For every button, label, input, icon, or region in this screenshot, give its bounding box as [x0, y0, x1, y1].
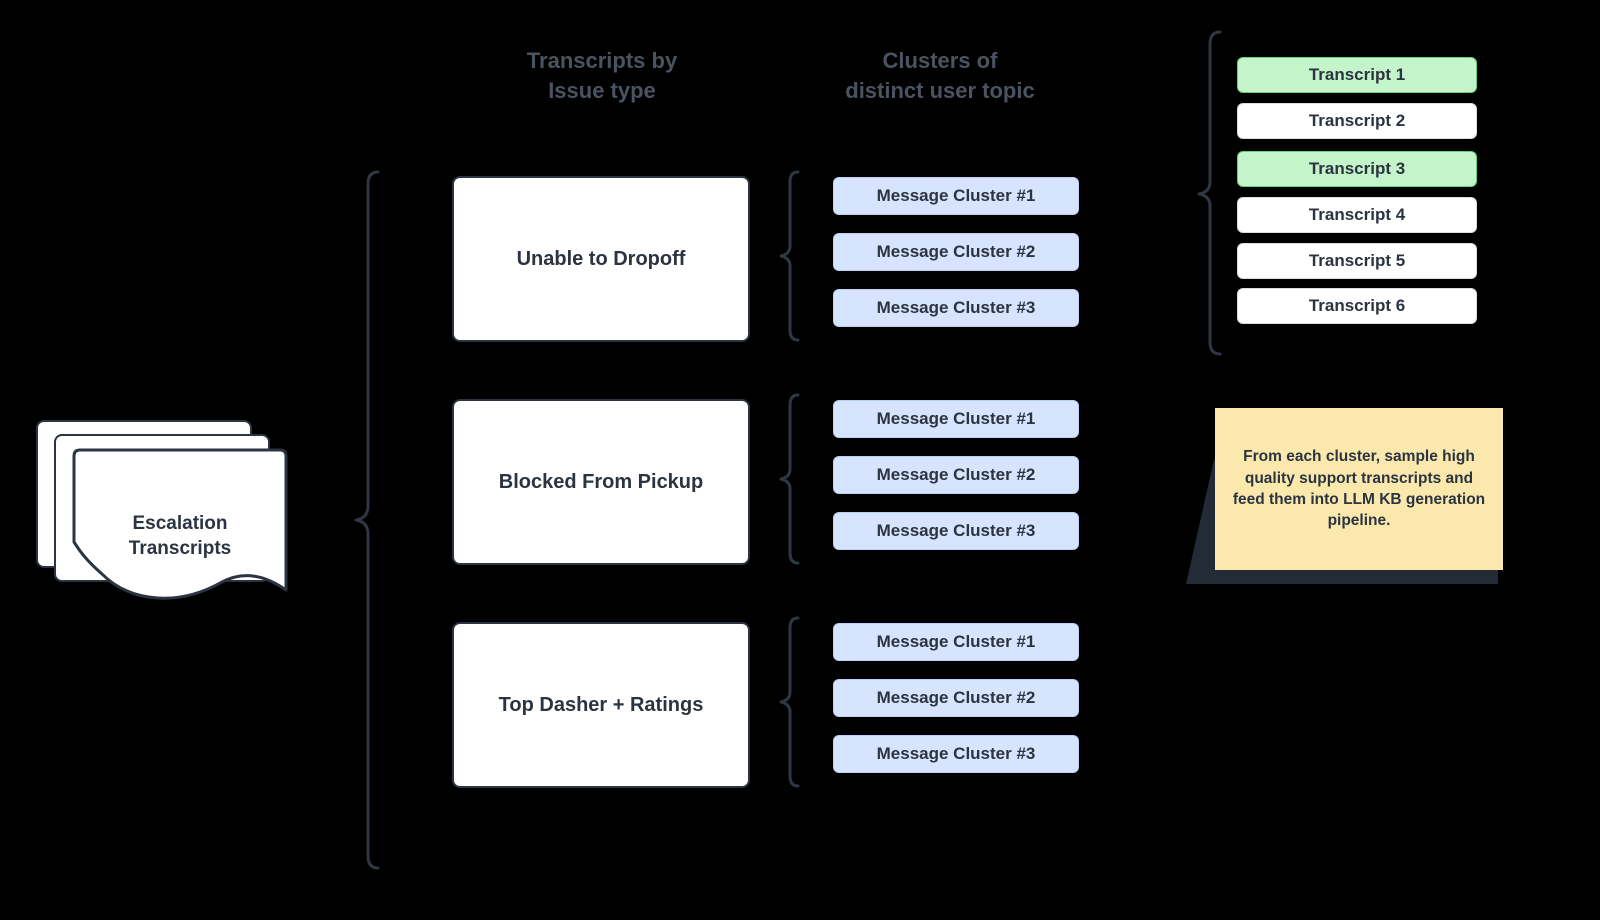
column-header-cluster-topic: Clusters of distinct user topic [845, 48, 1035, 103]
brace-issue-to-clusters [779, 393, 800, 565]
sticky-note-text: From each cluster, sample high quality s… [1232, 448, 1486, 530]
transcript-list-item[interactable]: Transcript 4 [1237, 197, 1477, 233]
brace-issue-to-clusters [779, 616, 800, 788]
transcript-list-item[interactable]: Transcript 2 [1237, 103, 1477, 139]
brace-cluster-to-transcripts [1197, 30, 1222, 356]
message-cluster-chip[interactable]: Message Cluster #3 [833, 289, 1079, 327]
transcript-list-item[interactable]: Transcript 3 [1237, 151, 1477, 187]
brace-source-to-issue-types [354, 170, 380, 870]
issue-type-label: Blocked From Pickup [498, 470, 704, 493]
issue-type-box[interactable]: Blocked From Pickup [452, 399, 750, 565]
issue-type-label: Top Dasher + Ratings [498, 693, 704, 716]
message-cluster-chip[interactable]: Message Cluster #2 [833, 233, 1079, 271]
sticky-note-body: From each cluster, sample high quality s… [1215, 408, 1503, 570]
message-cluster-chip[interactable]: Message Cluster #2 [833, 456, 1079, 494]
escalation-transcripts-node: Escalation Transcripts [36, 420, 288, 620]
message-cluster-chip[interactable]: Message Cluster #2 [833, 679, 1079, 717]
transcript-list-item[interactable]: Transcript 1 [1237, 57, 1477, 93]
sticky-note: From each cluster, sample high quality s… [1186, 402, 1506, 586]
message-cluster-chip[interactable]: Message Cluster #1 [833, 400, 1079, 438]
message-cluster-chip[interactable]: Message Cluster #3 [833, 735, 1079, 773]
issue-type-box[interactable]: Top Dasher + Ratings [452, 622, 750, 788]
issue-type-box[interactable]: Unable to Dropoff [452, 176, 750, 342]
transcript-list-item[interactable]: Transcript 6 [1237, 288, 1477, 324]
transcript-list-item[interactable]: Transcript 5 [1237, 243, 1477, 279]
issue-type-label: Unable to Dropoff [516, 247, 686, 270]
brace-issue-to-clusters [779, 170, 800, 342]
message-cluster-chip[interactable]: Message Cluster #3 [833, 512, 1079, 550]
column-header-issue-type: Transcripts by Issue type [526, 48, 678, 103]
message-cluster-chip[interactable]: Message Cluster #1 [833, 177, 1079, 215]
message-cluster-chip[interactable]: Message Cluster #1 [833, 623, 1079, 661]
document-sheet-front [72, 448, 288, 620]
